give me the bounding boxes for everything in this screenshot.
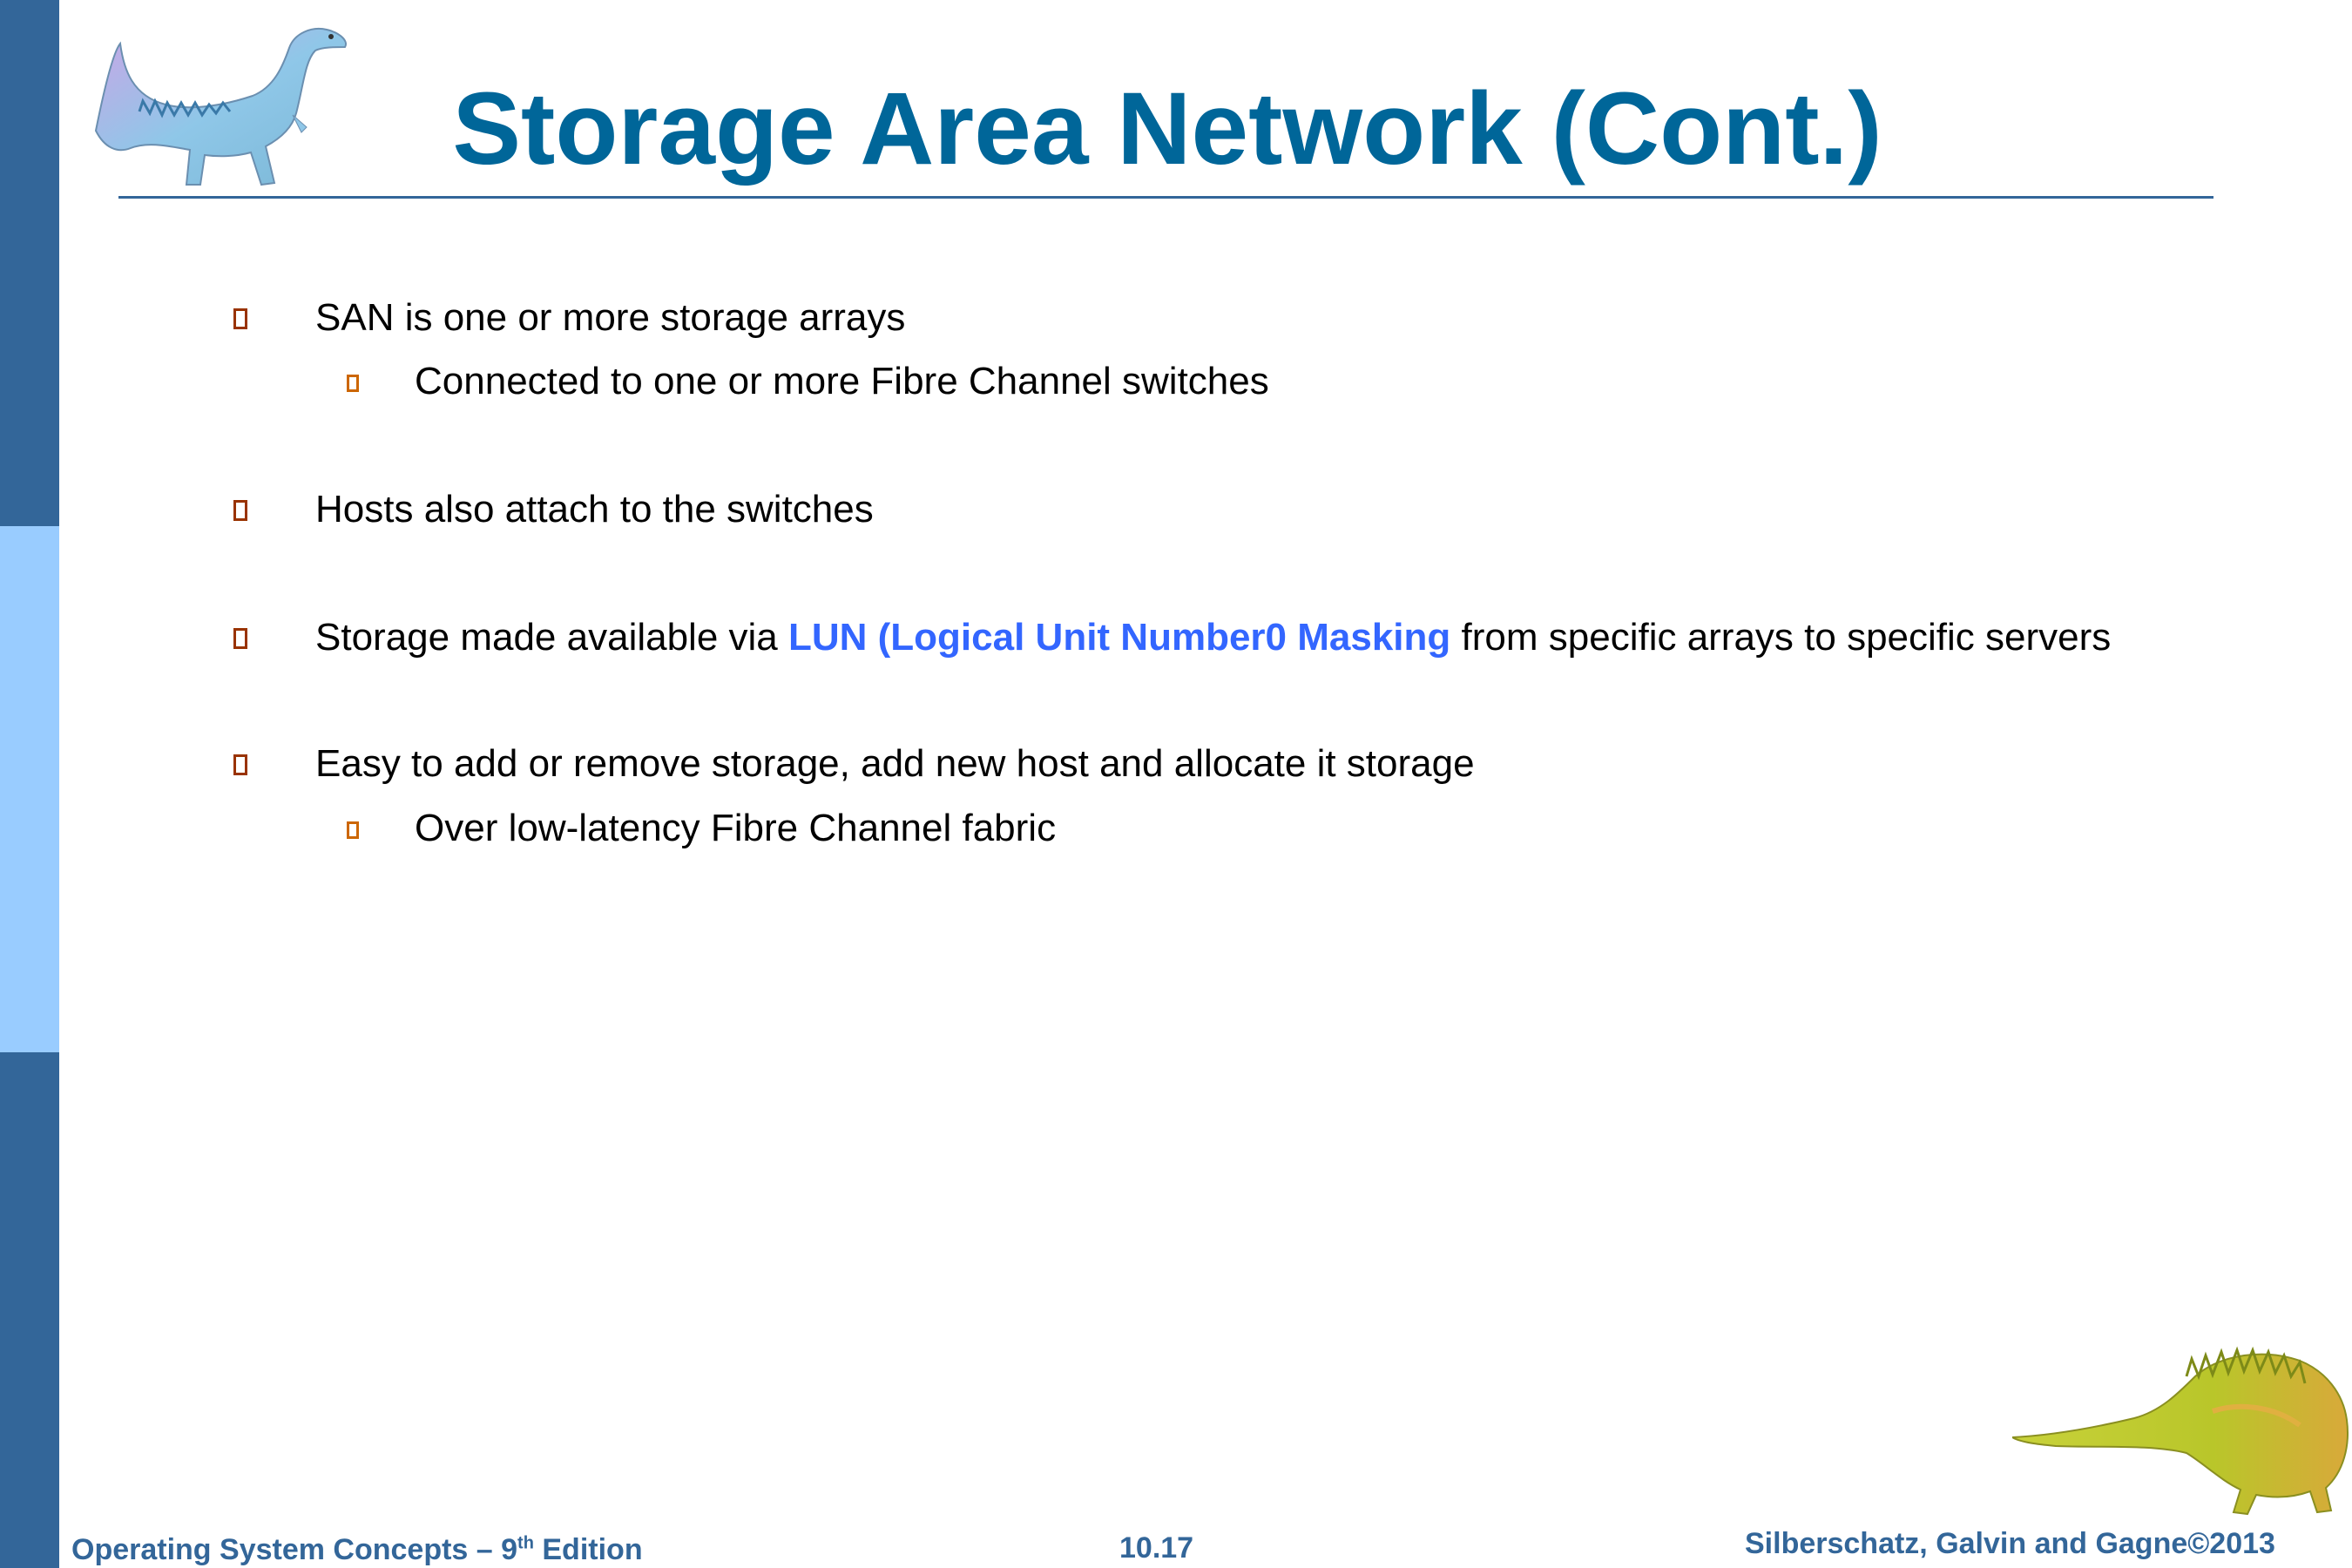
bullet-marker — [233, 754, 247, 775]
bullet-marker — [233, 628, 247, 649]
dinosaur-icon — [94, 28, 347, 186]
lun-masking-term: LUN (Logical Unit Number0 Masking — [788, 616, 1451, 659]
footer-book-prefix: Operating System Concepts – 9 — [71, 1533, 518, 1566]
bullet-marker — [233, 500, 247, 521]
list-item: Hosts also attach to the switches — [315, 488, 874, 531]
footer-book-suffix: Edition — [533, 1533, 643, 1566]
list-item-text: from specific arrays to specific servers — [1450, 616, 2112, 659]
bullet-marker — [233, 308, 247, 329]
dinosaur-icon — [2012, 1346, 2349, 1516]
sidebar-bar-highlight — [0, 526, 59, 1052]
list-item: Storage made available via LUN (Logical … — [315, 614, 2111, 661]
page-number: 10.17 — [1119, 1531, 1194, 1565]
list-item: Connected to one or more Fibre Channel s… — [415, 360, 1269, 402]
sub-bullet-marker — [347, 821, 359, 839]
title-divider — [118, 196, 2213, 199]
footer-book-title: Operating System Concepts – 9th Edition — [71, 1532, 643, 1567]
list-item-text: Storage made available via — [315, 616, 788, 659]
sub-bullet-marker — [347, 375, 359, 392]
list-item: Over low-latency Fibre Channel fabric — [415, 807, 1057, 849]
slide-title: Storage Area Network (Cont.) — [452, 71, 1882, 186]
list-item: Easy to add or remove storage, add new h… — [315, 742, 1475, 785]
list-item: SAN is one or more storage arrays — [315, 296, 906, 339]
footer-authors: Silberschatz, Galvin and Gagne©2013 — [1745, 1527, 2275, 1560]
footer-book-sup: th — [517, 1533, 534, 1553]
